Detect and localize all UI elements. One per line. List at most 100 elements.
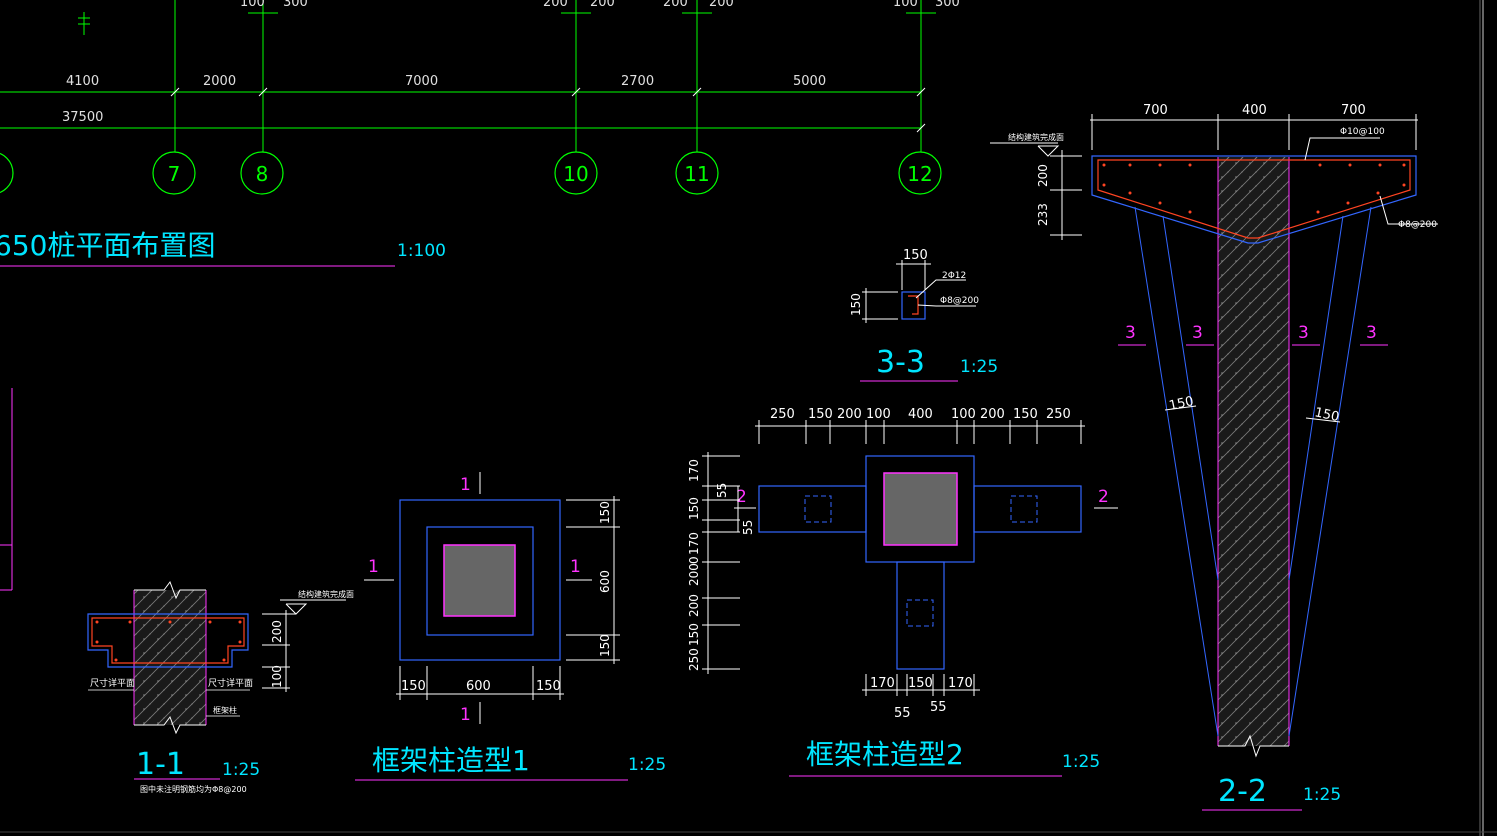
dim-label: 200 [687, 594, 701, 617]
cut-mark: 2 [736, 487, 747, 507]
dim-label: 233 [1036, 203, 1050, 226]
section-2-2: 700 400 700 200 233 结构建筑完成面 Φ10@100 Φ8@2… [990, 103, 1438, 811]
dim-label: 170 [948, 676, 973, 691]
axis-bubble-7: 7 [168, 162, 181, 186]
tick-label: 200 [709, 0, 734, 10]
span-dimension: 4100 [66, 74, 99, 89]
footnote: 图中未注明钢筋均为Φ8@200 [140, 784, 247, 794]
cut-mark: 1 [460, 705, 471, 725]
dim-label: 200 [1036, 164, 1050, 187]
dim-label: 250 [770, 407, 795, 422]
tick-label: 200 [590, 0, 615, 10]
cut-mark: 3 [1125, 323, 1136, 343]
section-1-1: 200 100 结构建筑完成面 尺寸详平面 尺寸详平面 框架柱 1-1 1:25… [87, 580, 354, 794]
dim-label: 600 [466, 679, 491, 694]
dim-label: 55 [741, 520, 755, 535]
rebar-note: Φ8@200 [940, 296, 979, 306]
span-dimension: 7000 [405, 74, 438, 89]
total-dimension: 37500 [62, 110, 103, 125]
tick-label: 100 [240, 0, 265, 10]
dim-label: 400 [1242, 103, 1267, 118]
dim-label: 700 [1341, 103, 1366, 118]
dim-label: 150 [536, 679, 561, 694]
dim-label: 200 [270, 620, 284, 643]
cut-mark: 1 [368, 557, 379, 577]
dim-label: 150 [908, 676, 933, 691]
dim-label: 100 [270, 665, 284, 688]
model-1-scale: 1:25 [628, 755, 666, 775]
axis-bubble-11: 11 [684, 162, 709, 186]
section-3-3: 150 150 2Φ12 Φ8@200 3-3 1:25 [849, 248, 998, 382]
rebar-note: 2Φ12 [942, 271, 966, 281]
dim-label: 170 [870, 676, 895, 691]
dim-label: 150 [687, 623, 701, 646]
dim-label: 200 [980, 407, 1005, 422]
dim-label: 150 [687, 497, 701, 520]
cut-mark: 3 [1298, 323, 1309, 343]
size-note-right: 尺寸详平面 [208, 677, 253, 689]
cut-mark: 3 [1192, 323, 1203, 343]
column-model-1: 1 1 1 1 150 600 150 150 600 150 框架柱造型1 1… [355, 472, 666, 781]
dim-label: 150 [401, 679, 426, 694]
dim-label: 200 [687, 563, 701, 586]
left-edge-lines [0, 388, 13, 591]
finish-level-note: 结构建筑完成面 [298, 589, 354, 599]
dim-label: 150 [903, 248, 928, 263]
section-scale-3-3: 1:25 [960, 357, 998, 377]
dim-label: 150 [598, 501, 612, 524]
dim-label: 150 [808, 407, 833, 422]
column-note: 框架柱 [213, 705, 237, 715]
dim-label: 150 [1168, 394, 1195, 414]
section-label-2-2: 2-2 [1218, 774, 1267, 809]
span-dimension: 5000 [793, 74, 826, 89]
model-2-title: 框架柱造型2 [806, 738, 964, 771]
axis-bubble-10: 10 [563, 162, 588, 186]
dim-label: 150 [1013, 407, 1038, 422]
section-scale-2-2: 1:25 [1303, 785, 1341, 805]
dim-label: 200 [837, 407, 862, 422]
axis-bubble-12: 12 [907, 162, 932, 186]
dim-label: 600 [598, 570, 612, 593]
dim-label: 55 [894, 706, 911, 721]
dim-label: 250 [1046, 407, 1071, 422]
dim-label: 55 [715, 483, 729, 498]
size-note-left: 尺寸详平面 [90, 677, 135, 689]
rebar-note: Φ8@200 [1398, 220, 1437, 230]
rebar-note: Φ10@100 [1340, 127, 1385, 137]
column-model-2: 2 2 250 150 200 100 400 100 200 150 250 [687, 407, 1118, 777]
tick-label: 100 [893, 0, 918, 10]
dim-label: 250 [687, 648, 701, 671]
dim-label: 100 [866, 407, 891, 422]
cut-mark: 1 [570, 557, 581, 577]
dim-label: 150 [849, 293, 863, 316]
model-2-scale: 1:25 [1062, 752, 1100, 772]
tick-label: 300 [283, 0, 308, 10]
tick-label: 200 [663, 0, 688, 10]
span-dimension: 2700 [621, 74, 654, 89]
axis-plan: 100 300 200 200 200 200 100 300 4100 200… [0, 0, 960, 267]
dim-label: 400 [908, 407, 933, 422]
dim-label: 170 [687, 459, 701, 482]
tick-label: 300 [935, 0, 960, 10]
cut-mark: 3 [1366, 323, 1377, 343]
dim-label: 700 [1143, 103, 1168, 118]
model-1-title: 框架柱造型1 [372, 744, 530, 777]
plan-title: 650桩平面布置图 [0, 229, 215, 262]
dim-label: 150 [598, 634, 612, 657]
cut-mark: 2 [1098, 487, 1109, 507]
span-dimension: 2000 [203, 74, 236, 89]
cut-mark: 1 [460, 475, 471, 495]
section-label-3-3: 3-3 [876, 345, 925, 380]
dim-label: 55 [930, 700, 947, 715]
dim-label: 150 [1313, 405, 1340, 425]
axis-bubble-8: 8 [256, 162, 269, 186]
dim-label: 0 [687, 556, 701, 564]
tick-label: 200 [543, 0, 568, 10]
dim-label: 100 [951, 407, 976, 422]
section-label-1-1: 1-1 [136, 747, 185, 782]
section-scale-1-1: 1:25 [222, 760, 260, 780]
dim-label: 170 [687, 532, 701, 555]
finish-level-note: 结构建筑完成面 [1008, 132, 1064, 142]
